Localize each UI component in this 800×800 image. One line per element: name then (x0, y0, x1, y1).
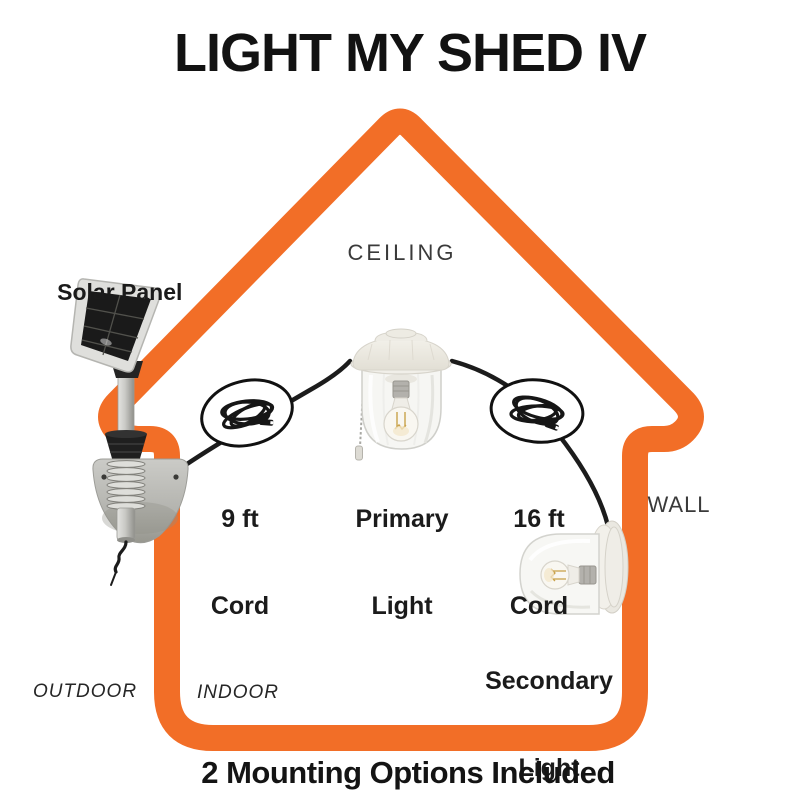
outdoor-zone-label: OUTDOOR (32, 681, 138, 702)
primary-light-label-line2: Light (371, 592, 433, 620)
lower-pole (116, 507, 136, 541)
primary-light-fixture (350, 328, 452, 461)
secondary-light-label-line1: Secondary (485, 667, 613, 695)
cord-16ft-label: 16 ft Cord (510, 447, 568, 679)
solar-panel-label: Solar Panel (32, 252, 183, 333)
bulb (540, 560, 597, 590)
cord-9ft-coil-icon (200, 378, 294, 448)
bracket-screw (173, 474, 179, 480)
cord-16ft-label-line2: Cord (509, 592, 569, 620)
page-title: LIGHT MY SHED IV (173, 23, 647, 83)
cord-9ft-label-line2: Cord (210, 592, 270, 620)
base-flange (604, 526, 624, 608)
ceiling-zone-label: CEILING (347, 240, 457, 265)
cord-16ft-label-line1: 16 ft (513, 505, 565, 533)
primary-light-label: Primary Light (355, 447, 448, 679)
footer-caption: 2 Mounting Options Included (201, 755, 615, 790)
spring-ribs (106, 460, 146, 510)
cord-9ft-label: 9 ft Cord (211, 447, 269, 679)
bracket-screw (101, 474, 107, 480)
cord-16ft-coil-icon (489, 378, 585, 444)
secondary-light-fixture (519, 520, 629, 615)
pull-chain-handle (355, 445, 363, 461)
secondary-light-label: Secondary Light (485, 609, 613, 800)
wall-zone-label: WALL (647, 492, 711, 517)
cord-9ft-label-line1: 9 ft (221, 505, 259, 533)
solar-panel-assembly (70, 278, 189, 586)
primary-light-label-line1: Primary (355, 505, 449, 533)
solar-panel-icon (70, 278, 162, 373)
pole-coupler (105, 430, 147, 462)
secondary-light-label-line2: Light (518, 754, 580, 782)
bulb (383, 374, 419, 442)
solar-panel-label-text: Solar Panel (57, 279, 183, 305)
solar-output-cord (113, 540, 128, 574)
fixture-cap (350, 328, 452, 375)
indoor-zone-label: INDOOR (197, 682, 279, 703)
